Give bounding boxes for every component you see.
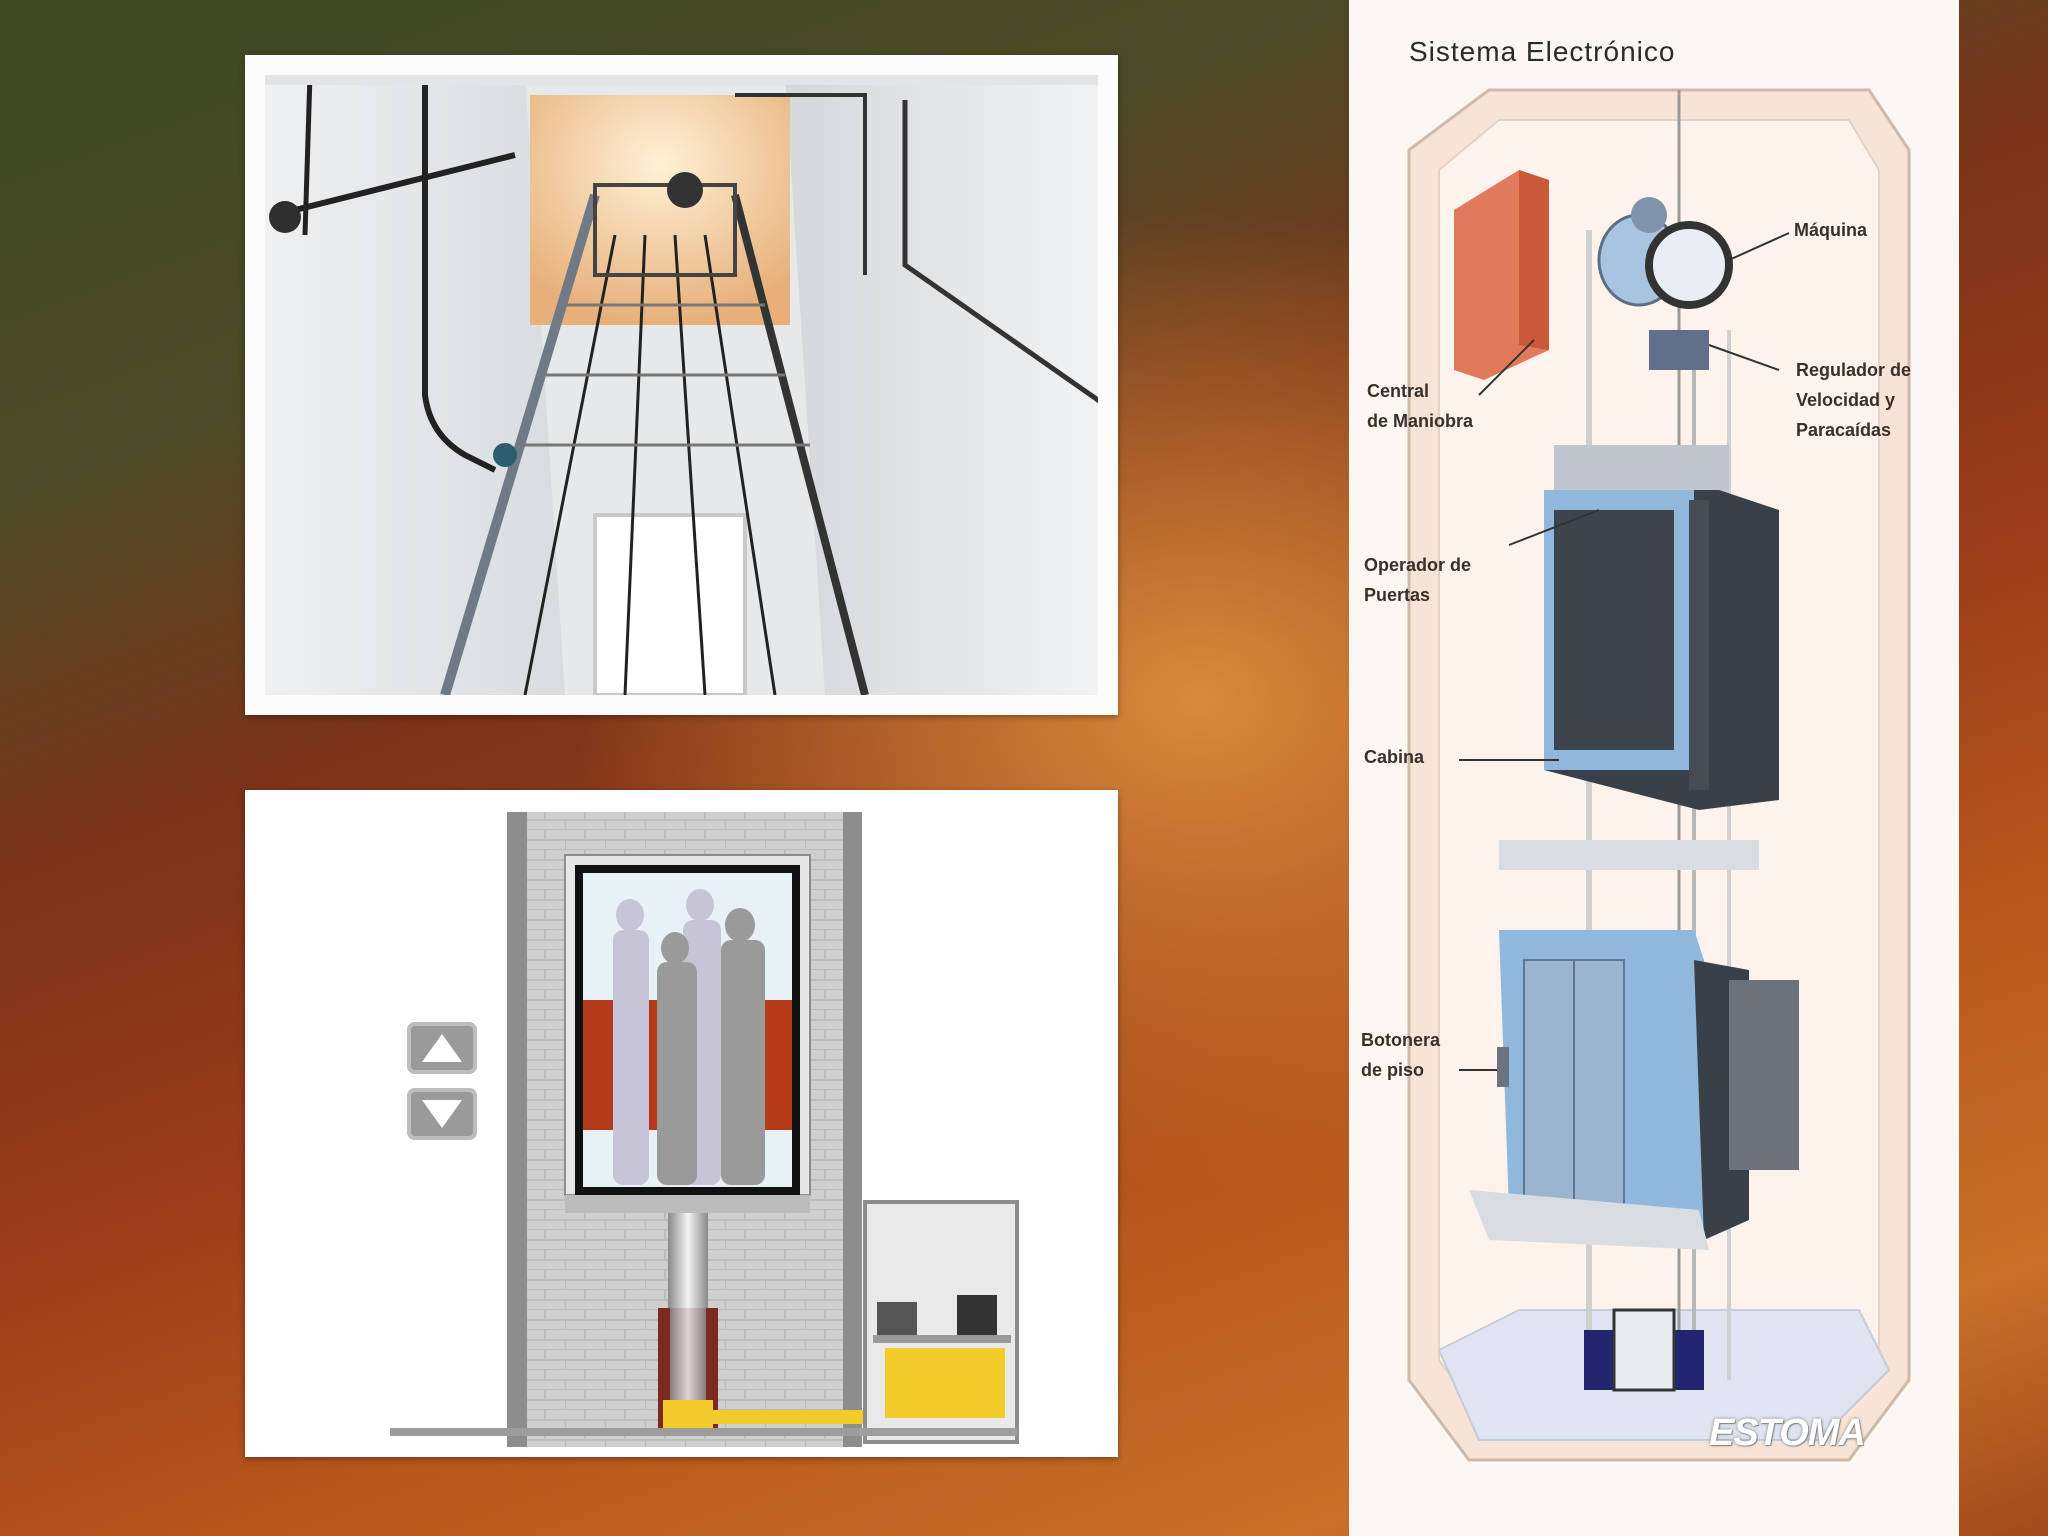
label-botonera: Botonera de piso <box>1361 1030 1441 1080</box>
elevator-shaft-photo <box>245 55 1118 715</box>
label-regulador: Regulador de Velocidad y Paracaídas <box>1796 360 1912 440</box>
label-maquina: Máquina <box>1794 220 1868 240</box>
call-up-button[interactable] <box>407 1022 477 1074</box>
diagram-title: Sistema Electrónico <box>1409 36 1676 67</box>
electronic-elevator-illustration <box>1407 88 1911 1462</box>
brand-logo: ESTOMA <box>1709 1412 1866 1454</box>
label-cabina: Cabina <box>1364 747 1425 767</box>
call-button-panel <box>407 1022 477 1144</box>
hydraulic-elevator-diagram <box>245 790 1118 1457</box>
elevator-shaft-image <box>265 75 1098 695</box>
arrow-up-icon <box>422 1034 462 1062</box>
electronic-system-diagram: Sistema Electrónico Máquina Regulador de… <box>1349 0 1959 1536</box>
label-operador: Operador de Puertas <box>1364 555 1472 605</box>
arrow-down-icon <box>422 1100 462 1128</box>
label-central: Central de Maniobra <box>1367 381 1474 431</box>
call-down-button[interactable] <box>407 1088 477 1140</box>
hydraulic-elevator-illustration <box>390 812 1019 1447</box>
